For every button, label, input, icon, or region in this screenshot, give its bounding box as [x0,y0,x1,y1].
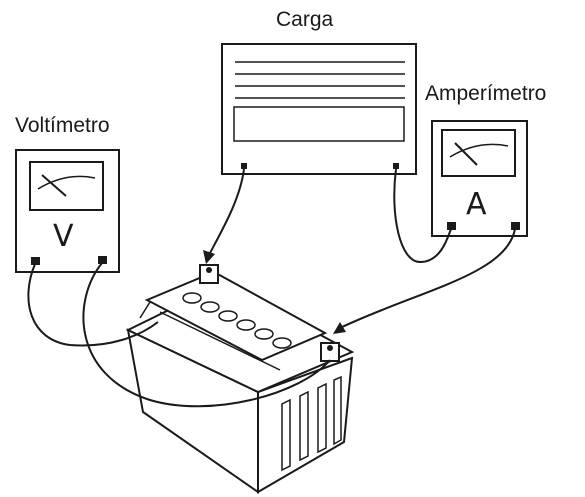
ammeter-label: Amperímetro [425,82,546,105]
voltmeter-label: Voltímetro [15,114,110,137]
load-box [221,43,417,175]
wire-ammeter-to-battery [339,228,516,329]
voltmeter-symbol: V [53,219,74,254]
ammeter-symbol: A [466,187,487,222]
ammeter: A [431,120,528,237]
battery [125,264,355,494]
wire-load-to-battery [208,168,245,256]
voltmeter: V [15,149,120,273]
load-terminal-left [241,163,247,169]
ammeter-dial [441,129,516,177]
voltmeter-dial [29,161,104,211]
ammeter-terminal-right [511,222,520,230]
wire-voltmeter-left [27,263,159,347]
battery-terminal-left [199,264,219,284]
wire-voltmeter-right [82,262,331,408]
voltmeter-terminal-right [98,256,107,264]
voltmeter-terminal-left [31,257,40,265]
load-terminal-right [393,163,399,169]
ammeter-terminal-left [447,222,456,230]
wire-load-to-ammeter [393,168,452,264]
voltmeter-needle [41,174,67,197]
ammeter-needle [454,142,478,166]
load-label: Carga [276,8,334,31]
